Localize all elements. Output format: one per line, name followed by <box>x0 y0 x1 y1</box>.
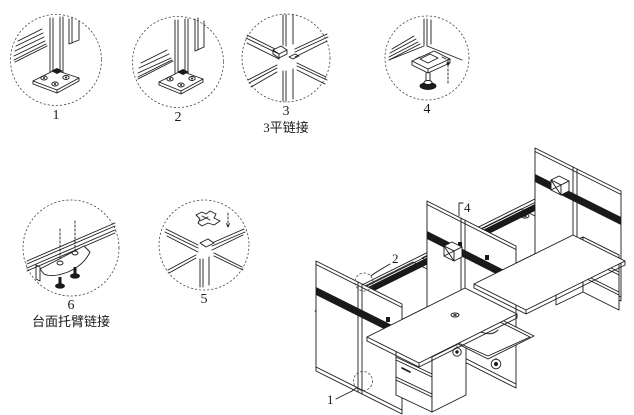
detail-sketch-1-post-foot <box>10 14 102 106</box>
desk-accessories <box>386 175 570 322</box>
detail-label-3: 3 <box>282 104 290 119</box>
near-desks <box>366 234 626 368</box>
detail-label-1: 1 <box>52 108 60 123</box>
callout-leaders <box>335 202 464 400</box>
detail-view-4: 4 <box>384 15 470 117</box>
callout-label-1: 1 <box>327 392 334 407</box>
detail-view-3: 3 3平链接 <box>241 13 331 135</box>
detail-view-2: 2 <box>131 15 225 125</box>
detail-view-5: 5 <box>158 199 250 307</box>
detail-label-5: 5 <box>200 292 208 307</box>
detail-sketch-5-cross-cap <box>158 199 250 291</box>
detail-sketch-6-worktop-bracket <box>22 199 120 297</box>
detail-label-6: 6 <box>67 298 75 313</box>
detail-sketch-3-cross-junction <box>241 13 331 103</box>
callout-label-4: 4 <box>464 200 471 215</box>
detail-label-2: 2 <box>174 110 182 125</box>
detail-view-6: 6 台面托臂链接 <box>22 199 120 329</box>
detail-sketch-2-post-foot <box>132 16 224 108</box>
detail-caption-flat-connection: 3平链接 <box>263 120 309 135</box>
callout-label-2: 2 <box>392 251 399 266</box>
partition-left-end <box>315 260 403 415</box>
detail-sketch-4-leveler <box>384 15 470 101</box>
detail-caption-worktop-bracket: 台面托臂链接 <box>31 314 110 329</box>
detail-label-4: 4 <box>423 102 431 117</box>
detail-view-1: 1 <box>9 13 103 123</box>
